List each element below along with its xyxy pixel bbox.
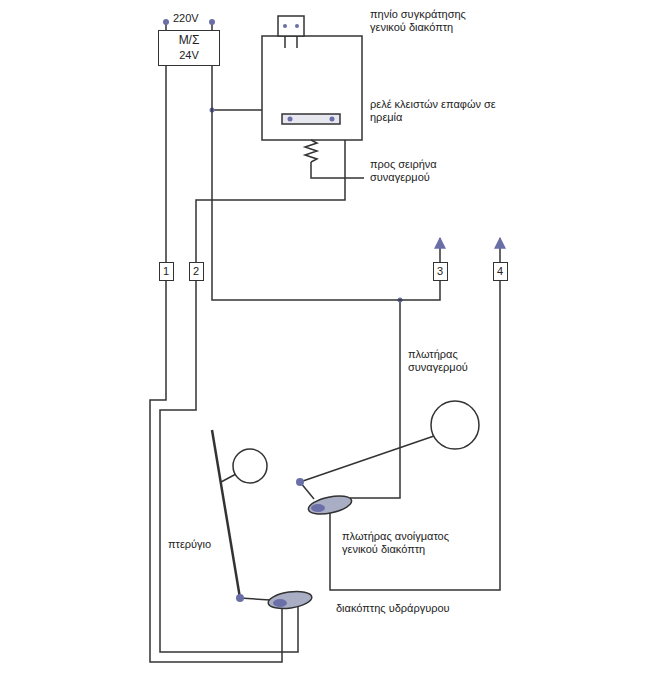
- callout-text: 3: [437, 265, 444, 278]
- wire: [165, 66, 167, 262]
- relay-spring: [305, 140, 317, 162]
- relay-contacts: [282, 114, 340, 124]
- callout-number: 2: [189, 262, 204, 281]
- part-label: πτερύγιο: [168, 538, 211, 551]
- voltage-label: 220V: [173, 12, 199, 25]
- mercury-drop: [273, 599, 287, 607]
- siren-arrow: [439, 238, 441, 264]
- part-label: πλωτήρας ανοίγματος γενικού διακόπτη: [342, 530, 467, 556]
- alarm-switch-wire: [350, 300, 400, 498]
- flap-float-stem: [221, 474, 236, 482]
- callout-number: 3: [433, 262, 448, 281]
- part-label: πηνίο συγκράτησης γενικού διακόπτη: [370, 8, 500, 34]
- holding-coil: [278, 16, 304, 36]
- coil-lead: [285, 36, 297, 48]
- pivot-dot: [296, 478, 304, 486]
- coil-wire: [212, 109, 262, 111]
- alarm-float: [431, 401, 479, 449]
- relay-body: [262, 36, 362, 140]
- siren-wire: [311, 162, 364, 178]
- flap-switch-link: [240, 598, 270, 600]
- voltage-label: 24V: [164, 48, 214, 63]
- callout-text: 2: [193, 265, 200, 278]
- part-label: ρελέ κλειστών επαφών σε ηρεμία: [370, 98, 498, 124]
- alarm-mercury-switch: [307, 493, 353, 518]
- main-mercury-switch: [267, 589, 313, 611]
- callout-number: 4: [493, 262, 508, 281]
- wire-2-upper: [196, 140, 345, 264]
- callout-text: 4: [497, 265, 504, 278]
- pivot-dot: [236, 594, 244, 602]
- part-label: πλωτήρας συναγερμού: [408, 348, 476, 374]
- terminal-dot: [209, 19, 215, 25]
- float-rod: [300, 436, 434, 482]
- contact-dot: [288, 117, 293, 122]
- transformer-box: Μ/Σ24V: [158, 30, 220, 66]
- part-label: προς σειρήνα συναγερμού: [370, 158, 452, 184]
- wire-1-lower: [150, 278, 282, 662]
- wire-4: [330, 278, 500, 590]
- callout-text: 1: [163, 265, 170, 278]
- siren-arrow: [499, 238, 501, 264]
- terminal-dot: [283, 24, 287, 28]
- voltage-label: Μ/Σ: [164, 33, 214, 48]
- callout-number: 1: [159, 262, 174, 281]
- mercury-drop: [311, 504, 325, 512]
- flap: [212, 430, 240, 598]
- terminal-dot: [295, 24, 299, 28]
- part-label: διακόπτης υδράργυρου: [336, 602, 450, 615]
- contact-dot: [330, 117, 335, 122]
- terminal-dot: [163, 19, 169, 25]
- flap-float: [233, 449, 267, 483]
